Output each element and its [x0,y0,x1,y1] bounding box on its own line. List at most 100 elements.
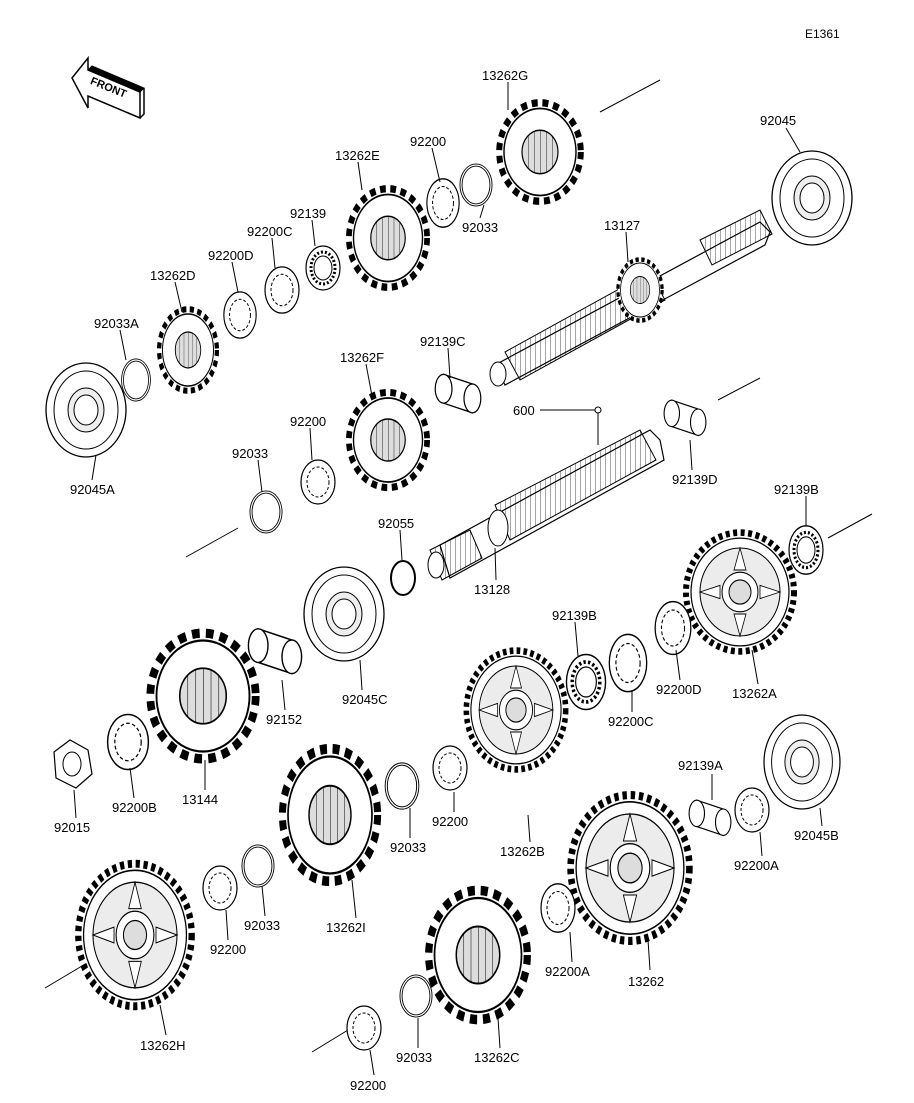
gear-13262B [466,651,565,770]
axis-line-right [827,513,873,539]
label-92152: 92152 [266,712,302,727]
label-13127: 13127 [604,218,640,233]
gear-13262 [571,795,690,941]
washer-92200-bottom [346,1005,382,1051]
diagram-code: E1361 [805,27,840,41]
bearing-92045B [763,714,841,810]
leader-dot-600 [594,406,602,414]
label-13262B: 13262B [500,844,545,859]
label-92200-top: 92200 [410,134,446,149]
washer-92200-top [426,178,460,228]
label-92139C: 92139C [420,334,466,349]
axis-line-bottom [311,1029,349,1053]
needle-92139 [304,244,342,292]
bushing-92152 [247,628,303,675]
label-92045C: 92045C [342,692,388,707]
axis-line-upper [599,79,661,113]
label-600: 600 [513,403,535,418]
circlip-92033-top [459,163,493,207]
label-13262F: 13262F [340,350,384,365]
label-13144: 13144 [182,792,218,807]
label-13262E: 13262E [335,148,380,163]
gear-13262C [429,890,528,1019]
label-92055: 92055 [378,516,414,531]
label-13262I: 13262I [326,920,366,935]
label-92200D-mid: 92200D [656,682,702,697]
oring-92055 [390,560,416,596]
shaft-13127 [489,209,773,387]
label-92033-mid: 92033 [232,446,268,461]
label-92045-top: 92045 [760,113,796,128]
label-92200-bottom: 92200 [350,1078,386,1093]
washer-92200C-mid [608,633,648,693]
label-92045A: 92045A [70,482,115,497]
bearing-92045C [303,566,385,662]
label-92139D: 92139D [672,472,718,487]
gear-13262E [349,189,427,288]
label-92033-top: 92033 [462,220,498,235]
gear-13262I [282,749,377,882]
needle-92139A [688,799,732,837]
leader-lines [73,82,823,1076]
label-13262C: 13262C [474,1050,520,1065]
sprocket-13144 [150,633,255,759]
label-92033-b: 92033 [244,918,280,933]
label-92200A-low: 92200A [545,964,590,979]
label-13262D: 13262D [150,268,196,283]
bearing-92045A [45,362,127,458]
label-13128: 13128 [474,582,510,597]
washer-92200D-top [223,291,257,339]
gear-13262D [159,309,217,391]
part-labels: 13262G 92045 92200 92033 13262E 92139 92… [54,68,839,1093]
label-92139B-right: 92139B [774,482,819,497]
front-arrow-icon: FRONT [71,55,145,120]
label-92033-low: 92033 [390,840,426,855]
axis-line-lower-left [44,965,83,989]
needle-92139B-mid [564,652,608,712]
gear-13262H [78,864,191,1007]
shaft-13128 [427,429,665,581]
circlip-92033-low [384,762,420,810]
gear-13262G [499,103,581,202]
gear-13262A [686,533,794,652]
label-92200C-mid: 92200C [608,714,654,729]
bushing-92139C [434,373,482,414]
circlip-92033-b [241,844,275,888]
label-92200C-top: 92200C [247,224,293,239]
washer-92200-low [432,745,468,791]
label-92015: 92015 [54,820,90,835]
washer-92200-mid [300,459,336,505]
axis-line-left [185,527,239,558]
label-92200-mid: 92200 [290,414,326,429]
circlip-92033-mid [249,490,283,534]
washer-92200C-top [264,266,300,314]
washer-92200A-right [734,787,770,833]
label-13262G: 13262G [482,68,528,83]
label-92200-low: 92200 [432,814,468,829]
needle-92139B-right [787,524,825,576]
nut-92015 [53,739,93,789]
washer-92200D-mid [654,600,692,656]
label-92200D-top: 92200D [208,248,254,263]
label-92200B: 92200B [112,800,157,815]
label-92139B-mid: 92139B [552,608,597,623]
axis-line-mid [717,377,761,401]
label-92045B: 92045B [794,828,839,843]
label-13262H: 13262H [140,1038,186,1053]
label-92033-bottom: 92033 [396,1050,432,1065]
bearing-92045 [771,150,853,246]
washer-92200-b [202,865,238,911]
washer-92200B [106,713,150,771]
circlip-92033-bottom [399,974,433,1018]
label-13262: 13262 [628,974,664,989]
label-13262A: 13262A [732,686,777,701]
bushing-92139D [663,399,707,437]
label-92139: 92139 [290,206,326,221]
label-92033A: 92033A [94,316,139,331]
circlip-92033A [121,358,151,402]
label-92200-b: 92200 [210,942,246,957]
gear-13262F [349,392,427,487]
washer-92200A-low [540,883,576,933]
label-92139A: 92139A [678,758,723,773]
